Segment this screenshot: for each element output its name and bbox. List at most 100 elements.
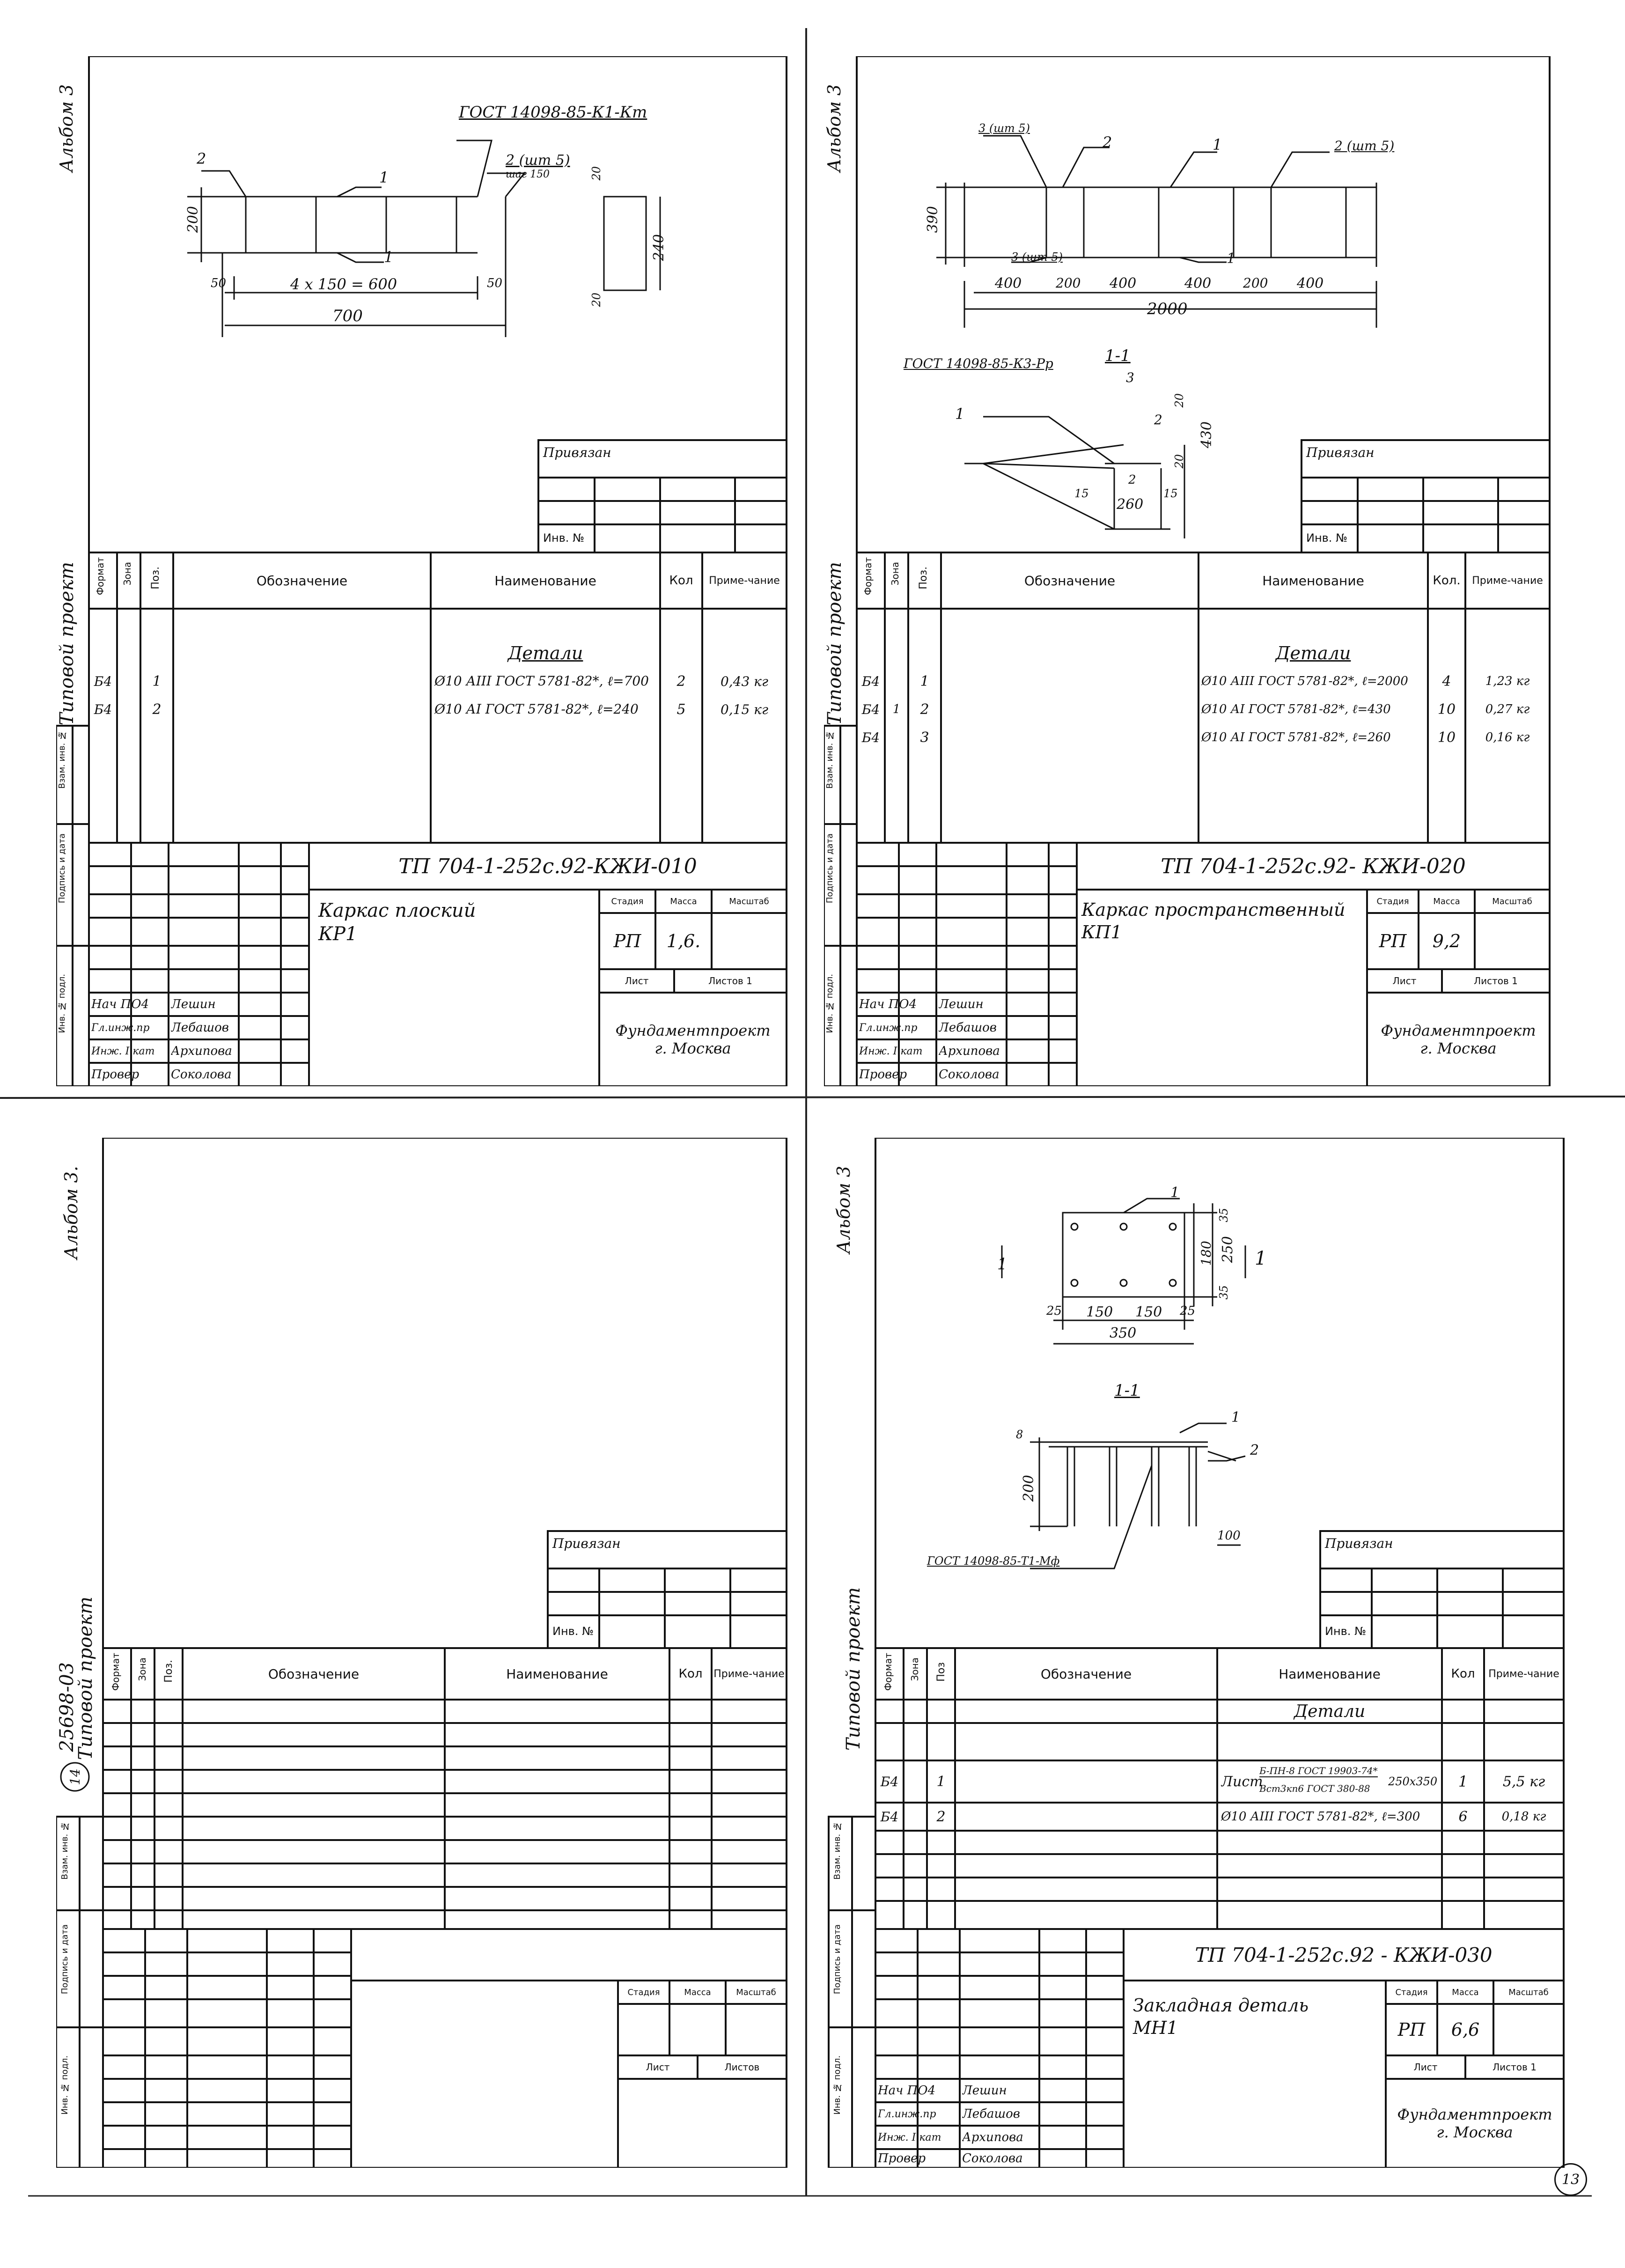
- dim-label: 2: [1154, 412, 1162, 427]
- row-note: 0,18 кг: [1501, 1810, 1546, 1824]
- col-header-pos: Поз.: [150, 567, 162, 589]
- row-qty: 4: [1442, 673, 1451, 690]
- album-label: Альбом 3: [833, 1166, 854, 1254]
- row-pos: 2: [152, 701, 162, 718]
- drawing-title: Каркас пространственный КП1: [1081, 899, 1346, 943]
- gost-label: ГОСТ 14098-85-К1-Кт: [459, 103, 647, 122]
- dim-label: 1: [1231, 1409, 1241, 1426]
- row-pos: 1: [936, 1773, 946, 1790]
- sig-name: Лебашов: [962, 2107, 1020, 2121]
- col-header-pos: Поз.: [163, 1660, 175, 1683]
- sheet-frame: [828, 1138, 1565, 2168]
- row-name-top: Б-ПН-8 ГОСТ 19903-74*: [1259, 1765, 1378, 1777]
- dim-label: 200: [185, 206, 201, 233]
- gost-label: ГОСТ 14098-85-Т1-Мф: [927, 1554, 1060, 1568]
- album-label: Альбом 3: [56, 84, 77, 172]
- sig-role: Гл.инж.пр: [91, 1022, 150, 1034]
- row-pos: 2: [920, 701, 929, 718]
- dim-label: 1: [1213, 136, 1222, 154]
- sig-name: Соколова: [171, 1068, 232, 1082]
- row-note: 1,23 кг: [1485, 674, 1530, 688]
- dim-label: 1: [1170, 1185, 1180, 1201]
- dim-label: 1-1: [1105, 346, 1131, 365]
- drawing-code: ТП 704-1-252с.92 - КЖИ-030: [1195, 1943, 1493, 1966]
- sheet-kzhi-010: Альбом 3 Типовой проект Взам. инв. № Под…: [56, 56, 796, 1086]
- scale-header: Масштаб: [1492, 896, 1532, 906]
- sig-name: Архипова: [171, 1044, 232, 1058]
- dim-label: 4 x 150 = 600: [290, 275, 397, 293]
- dim-label: 1: [1227, 250, 1236, 267]
- sig-name: Лешин: [171, 997, 216, 1011]
- sheets-header: Листов 1: [1493, 2062, 1537, 2073]
- row-format: Б4: [861, 729, 880, 745]
- privyazan-label: Привязан: [1306, 445, 1375, 460]
- dim-label: 400: [995, 275, 1022, 292]
- section-title: Детали: [507, 643, 583, 663]
- drawing-code: ТП 704-1-252с.92- КЖИ-020: [1161, 854, 1466, 878]
- col-header-note: Приме-чание: [709, 574, 780, 587]
- sig-name: Соколова: [962, 2151, 1023, 2165]
- mass-header: Масса: [1452, 1987, 1479, 1997]
- col-header-designation: Обозначение: [1024, 573, 1116, 589]
- row-format: Б4: [880, 1774, 899, 1789]
- sig-role: Нач ПО4: [878, 2084, 936, 2098]
- row-pos: 3: [920, 729, 929, 746]
- row-name: Ø10 АIII ГОСТ 5781-82*, ℓ=700: [434, 673, 649, 689]
- side-label-vzam: Взам. инв. №: [57, 730, 67, 789]
- col-header-name: Наименование: [1279, 1666, 1381, 1682]
- sig-role: Гл.инж.пр: [859, 1022, 918, 1034]
- scale-header: Масштаб: [729, 896, 769, 906]
- drawing-title: Каркас плоский КР1: [318, 900, 476, 945]
- sheet-header: Лист: [625, 975, 649, 987]
- row-format: Б4: [94, 673, 112, 689]
- dim-label: 200: [1021, 1475, 1037, 1502]
- sheets-header: Листов 1: [1474, 975, 1518, 987]
- dim-label: 1: [384, 248, 394, 266]
- cut-label-left: 1: [997, 1255, 1007, 1274]
- dim-label: 1: [379, 169, 389, 186]
- row-name-bottom: Вст3кп6 ГОСТ 380-88: [1259, 1783, 1370, 1794]
- row-qty: 5: [676, 701, 686, 718]
- organization: Фундаментпроект г. Москва: [1381, 1022, 1536, 1057]
- side-label-inv: Инв. № подл.: [832, 2055, 842, 2115]
- dim-label: 20: [590, 293, 603, 307]
- col-header-name: Наименование: [1262, 573, 1364, 589]
- mass-value: 1,6.: [666, 931, 701, 951]
- row-qty: 6: [1458, 1808, 1468, 1825]
- dim-label: 200: [1056, 275, 1081, 291]
- dim-label: 250: [1220, 1236, 1236, 1263]
- dim-label: 1: [955, 405, 965, 423]
- dim-label: 430: [1199, 421, 1215, 449]
- gost-label: ГОСТ 14098-85-К3-Рр: [904, 356, 1053, 371]
- section-title: Детали: [1294, 1701, 1366, 1721]
- scale-header: Масштаб: [1508, 1987, 1549, 1997]
- sig-name: Архипова: [939, 1044, 1000, 1058]
- sheet-frame: [56, 1138, 787, 2168]
- row-pos: 1: [920, 673, 929, 690]
- stage-header: Стадия: [611, 896, 644, 906]
- organization: Фундаментпроект г. Москва: [615, 1022, 771, 1057]
- side-label-podpis: Подпись и дата: [60, 1924, 70, 1995]
- dim-label: 400: [1110, 275, 1137, 292]
- sheet-header: Лист: [1392, 975, 1417, 987]
- dim-label: 200: [1243, 275, 1268, 291]
- row-qty: 1: [1458, 1773, 1468, 1790]
- privyazan-label: Привязан: [1325, 1536, 1393, 1551]
- col-header-note: Приме-чание: [1488, 1668, 1559, 1680]
- sig-role: Провер: [878, 2151, 926, 2165]
- sig-role: Нач ПО4: [859, 997, 917, 1011]
- section-title: Детали: [1275, 643, 1351, 663]
- side-label-vzam: Взам. инв. №: [825, 730, 835, 789]
- sheet-blank: Альбом 3. Типовой проект 25698-03 14 Вза…: [56, 1138, 796, 2168]
- stage-header: Стадия: [1376, 896, 1409, 906]
- stage-value: РП: [613, 931, 641, 951]
- col-header-format: Формат: [110, 1653, 121, 1691]
- sig-role: Нач ПО4: [91, 997, 149, 1011]
- row-format: Б4: [880, 1809, 899, 1825]
- dim-label: 15: [1163, 487, 1178, 500]
- dim-label: 25: [1046, 1304, 1062, 1318]
- dim-label: 150: [1086, 1304, 1113, 1320]
- col-header-pos: Поз.: [918, 567, 929, 589]
- side-label-vzam: Взам. инв. №: [60, 1821, 70, 1880]
- sheet-kzhi-020: Альбом 3 Типовой проект Взам. инв. № Под…: [824, 56, 1554, 1086]
